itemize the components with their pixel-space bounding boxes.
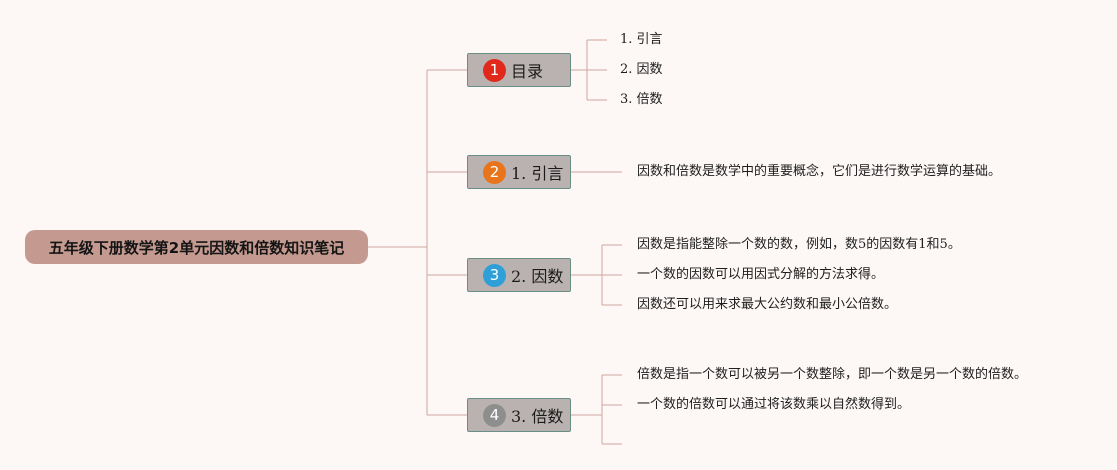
introduction-note[interactable]: 因数和倍数是数学中的重要概念，它们是进行数学运算的基础。 bbox=[637, 164, 1002, 179]
topic-label: 目录 bbox=[511, 62, 544, 81]
root-topic-label: 五年级下册数学第2单元因数和倍数知识笔记 bbox=[48, 238, 345, 257]
topic-label: 1. 引言 bbox=[511, 164, 564, 183]
contents-item[interactable]: 3. 倍数 bbox=[620, 92, 663, 107]
contents-item[interactable]: 2. 因数 bbox=[620, 62, 663, 77]
multiples-note[interactable]: 一个数的倍数可以通过将该数乘以自然数得到。 bbox=[637, 397, 911, 412]
number-badge-3: 3 bbox=[483, 263, 506, 287]
topic-label: 3. 倍数 bbox=[511, 407, 564, 426]
number-badge-4: 4 bbox=[483, 403, 506, 427]
factors-note[interactable]: 因数是指能整除一个数的数，例如，数5的因数有1和5。 bbox=[637, 237, 961, 252]
topic-label: 2. 因数 bbox=[511, 267, 564, 286]
root-topic[interactable]: 五年级下册数学第2单元因数和倍数知识笔记 bbox=[25, 230, 368, 264]
number-badge-1: 1 bbox=[483, 58, 506, 82]
topic-contents[interactable]: 1 目录 bbox=[467, 53, 571, 87]
topic-factors[interactable]: 3 2. 因数 bbox=[467, 258, 571, 292]
number-badge-2: 2 bbox=[483, 160, 506, 184]
topic-multiples[interactable]: 4 3. 倍数 bbox=[467, 398, 571, 432]
topic-introduction[interactable]: 2 1. 引言 bbox=[467, 155, 571, 189]
multiples-note[interactable]: 倍数是指一个数可以被另一个数整除，即一个数是另一个数的倍数。 bbox=[637, 367, 1028, 382]
factors-note[interactable]: 因数还可以用来求最大公约数和最小公倍数。 bbox=[637, 297, 898, 312]
contents-item[interactable]: 1. 引言 bbox=[620, 32, 663, 47]
factors-note[interactable]: 一个数的因数可以用因式分解的方法求得。 bbox=[637, 267, 885, 282]
